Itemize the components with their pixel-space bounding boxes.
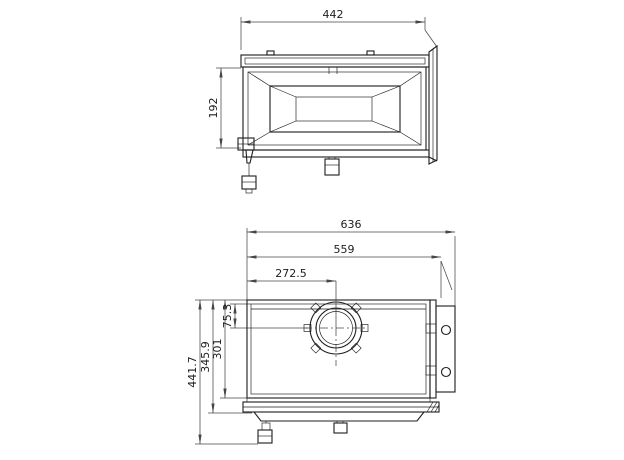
overall-width-value: 636: [341, 218, 362, 231]
side-bracket: [428, 44, 438, 165]
latch-body: [333, 422, 348, 434]
lock-body: [324, 158, 340, 176]
glass-front: [252, 411, 426, 422]
bolt-tab: [350, 302, 362, 314]
hinge-plate: [435, 305, 456, 393]
front-view: 442 192: [207, 8, 438, 194]
handle-neck: [261, 422, 271, 431]
hatch-line: [426, 401, 434, 413]
side-bracket-outline: [428, 44, 438, 165]
latch-knob-foot: [245, 188, 253, 194]
frame-depth-value: 345.9: [199, 341, 212, 373]
hatch-line: [430, 401, 438, 413]
bottom-trim-edge: [428, 156, 438, 162]
body-inner-wall: [250, 303, 427, 395]
front-height-value: 192: [207, 98, 220, 119]
frame-depth-dimension: 345.9: [199, 299, 252, 414]
screw-lug: [266, 50, 275, 56]
bolt-tab: [310, 302, 322, 314]
hinge-pin: [440, 324, 452, 336]
front-frame: [242, 398, 440, 413]
front-height-dimension: 192: [207, 67, 241, 149]
body-depth-value: 301: [211, 339, 224, 360]
body-depth-dimension: 301: [211, 299, 247, 399]
glass-center-facet: [295, 96, 373, 122]
bevel-edge: [269, 120, 297, 133]
flue-y-value: 75.3: [221, 304, 234, 329]
hatch-line: [434, 404, 440, 413]
flue-collar: [303, 281, 369, 366]
glass-outer-edge: [269, 85, 401, 133]
bevel-edge: [247, 71, 271, 87]
top-plate-outline: [240, 54, 430, 68]
top-plate-inner-edge: [244, 57, 426, 65]
bolt-tab: [350, 342, 362, 354]
bottom-trim: [242, 149, 438, 162]
bevel-edge: [399, 71, 422, 87]
inner-width-dimension: 559: [246, 243, 453, 298]
bolt-tab: [310, 342, 322, 354]
bolt-tab: [360, 324, 369, 332]
front-width-dimension: 442: [240, 8, 438, 50]
inner-width-value: 559: [334, 243, 355, 256]
bevel-edge: [269, 85, 297, 98]
top-plate: [240, 50, 430, 68]
bevel-edge: [371, 85, 401, 98]
door-latch: [237, 137, 257, 194]
door-handle: [257, 421, 273, 444]
hinge-pin: [440, 366, 452, 378]
bevel-edge: [371, 120, 401, 133]
screw-lug: [366, 50, 375, 56]
front-width-value: 442: [323, 8, 344, 21]
overall-width-dimension: 636: [246, 218, 456, 306]
hinge-lug: [425, 365, 437, 376]
firebox-body: [246, 299, 431, 399]
plan-view: 636 559 272.5 441.7 345.9 301: [186, 218, 456, 445]
extension-line: [440, 260, 453, 291]
overall-depth-value: 441.7: [186, 356, 199, 388]
glass-panel: [247, 71, 422, 146]
bottom-trim-outline: [242, 149, 430, 158]
handle-knob: [257, 429, 273, 444]
latch-knob: [241, 175, 257, 190]
latch-lever: [245, 149, 254, 164]
hinge-assembly: [425, 299, 456, 399]
front-latch: [333, 421, 348, 434]
bevel-edge: [399, 131, 422, 146]
door-frame-inner-edge: [247, 71, 422, 146]
flue-x-value: 272.5: [275, 267, 307, 280]
bottom-lock: [324, 157, 340, 176]
flue-x-dimension: 272.5: [246, 267, 337, 283]
hinge-lug: [425, 323, 437, 334]
flue-y-dimension: 75.3: [221, 303, 308, 329]
glass-front-outline: [252, 411, 426, 422]
overall-depth-dimension: 441.7: [186, 299, 258, 445]
bevel-edge: [247, 131, 271, 146]
body-outline: [246, 299, 431, 399]
extension-line: [424, 29, 438, 48]
hinge-strip: [429, 299, 437, 399]
